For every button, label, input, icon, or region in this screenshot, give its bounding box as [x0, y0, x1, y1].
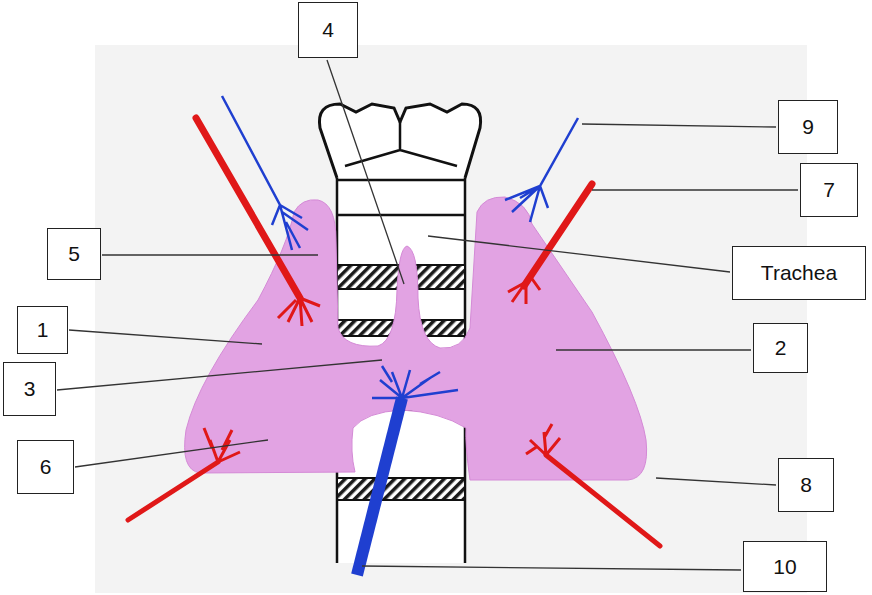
artery-branches [526, 424, 560, 455]
vein [222, 96, 308, 250]
vein-branches [372, 366, 458, 398]
callout-box: 9 [778, 100, 838, 154]
callout-box: 1 [17, 306, 68, 354]
callout-number: 3 [24, 377, 36, 400]
callout-number: 1 [37, 318, 49, 341]
artery-branches [508, 276, 540, 304]
callout-number: 4 [322, 18, 334, 41]
callout-box: 8 [778, 458, 834, 512]
callout-number: 9 [802, 115, 814, 138]
callout-number: Trachea [761, 261, 837, 284]
callout-box: 5 [47, 228, 101, 280]
callout-box: 10 [743, 541, 827, 592]
trachea-ring [337, 478, 465, 500]
paper-ground [95, 45, 807, 593]
thyroid-gland [185, 197, 647, 480]
artery [546, 455, 660, 546]
callout-box: 2 [753, 323, 808, 373]
callout-number: 6 [40, 455, 52, 478]
callout-box: 4 [298, 2, 358, 58]
artery-branches [278, 298, 320, 326]
larynx [319, 104, 480, 178]
callout-number: 5 [68, 242, 80, 265]
callout-number: 2 [775, 336, 787, 359]
vein [357, 398, 402, 575]
callout-number: 10 [773, 555, 796, 578]
artery [524, 184, 592, 286]
callout-number: 7 [823, 178, 835, 201]
callout-box: Trachea [732, 246, 866, 300]
callout-box: 6 [17, 440, 74, 494]
callout-number: 8 [800, 473, 812, 496]
callout-box: 3 [3, 362, 56, 416]
callout-box: 7 [800, 163, 858, 217]
artery [128, 462, 218, 520]
vein [505, 118, 578, 222]
leader-lines [57, 60, 798, 570]
